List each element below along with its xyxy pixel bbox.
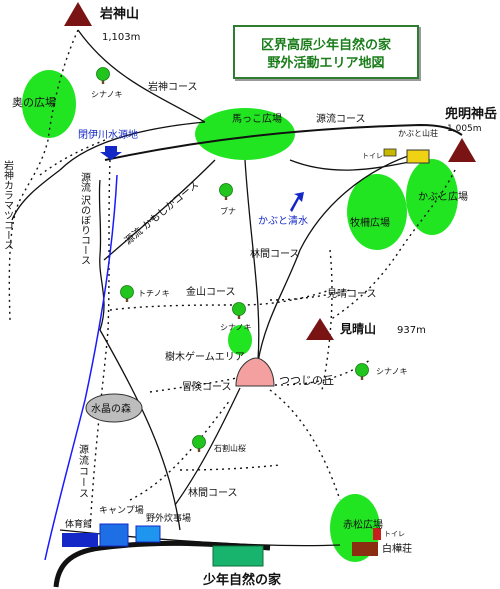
shirakaba-label: 白樺荘 <box>382 542 412 555</box>
trails <box>8 29 456 531</box>
course-mihare-label: 見晴コース <box>327 287 377 300</box>
tree-shinaki1-label: シナノキ <box>91 90 123 99</box>
camp-building <box>99 523 129 547</box>
tree-icon-shinaki2 <box>232 302 246 320</box>
suiji-building <box>135 525 161 543</box>
roads <box>11 29 421 547</box>
tree-ishiwari-label: 石割山桜 <box>214 443 246 453</box>
trail-oku <box>8 29 79 321</box>
course-kamoshika-label: 源流 かもしかコース <box>122 178 201 248</box>
water-source-label: 閉伊川水源地 <box>78 128 138 141</box>
tree-shinaki3-label: シナノキ <box>376 367 408 376</box>
road-kinzan-lower <box>99 329 181 531</box>
main-label: 少年自然の家 <box>202 572 282 588</box>
road-ridge-right <box>289 159 421 171</box>
course-kinzan-label: 金山コース <box>186 285 236 298</box>
trail-down-right <box>329 169 456 321</box>
area-jumoku-green <box>228 325 252 355</box>
toilet-top-label: トイレ <box>362 152 383 160</box>
area-bokusaku-green <box>347 174 407 250</box>
camp-label: キャンプ場 <box>99 504 144 516</box>
tree-icon-tochinoki <box>120 285 134 303</box>
main-road <box>104 123 463 161</box>
area-bokusaku-label: 牧柵広場 <box>350 216 390 229</box>
course-iwagami-label: 岩神コース <box>148 80 198 93</box>
toilet-top-building <box>383 148 397 157</box>
trail-to-shinaki3 <box>274 359 371 386</box>
course-karamatsu-label: 岩神カラマツコース <box>2 159 14 250</box>
peak-iwagami-name: 岩神山 <box>99 6 139 22</box>
course-rinkan-upper-label: 林間コース <box>250 247 300 260</box>
course-bouken-label: 冒険コース <box>182 381 232 393</box>
suiji-label: 野外炊事場 <box>146 512 191 524</box>
map-title-line1: 区界高原少年自然の家 <box>260 38 391 53</box>
tree-icon-buna <box>219 183 233 201</box>
tree-icon-shinaki1 <box>96 67 110 85</box>
course-genryu-sawa-label: 源流 沢のぼりコース <box>79 171 91 265</box>
area-umakko-green <box>195 108 295 160</box>
arrow-icon-spring <box>290 192 304 212</box>
tsutsuji-hill <box>235 357 275 387</box>
water-spring-label: かぶと清水 <box>258 214 308 227</box>
road-rinkan-right <box>257 151 421 363</box>
river <box>44 174 118 561</box>
suisho-forest <box>85 393 143 423</box>
peak-iwagami-elev: 1,103m <box>102 32 140 43</box>
sanso-building <box>406 149 430 164</box>
road-karamatsu <box>11 169 61 221</box>
area-kabuto-green <box>406 159 458 235</box>
trail-bouken <box>149 374 251 393</box>
road-ridge <box>59 121 206 171</box>
sanso-label: かぶと山荘 <box>398 128 438 138</box>
trail-rinkan-lower <box>179 464 281 471</box>
course-rinkan-lower-label: 林間コース <box>188 486 238 499</box>
course-genryu-vertical-label: 源流コース <box>77 443 89 499</box>
toilet-bottom-label: トイレ <box>384 530 405 538</box>
peak-mihare-elev: 937m <box>397 325 426 336</box>
area-akamatsu-label: 赤松広場 <box>343 518 383 531</box>
trail-mihare <box>269 289 351 301</box>
peak-kabuto-name: 兜明神岳 <box>445 106 497 122</box>
tree-shinaki2-label: シナノキ <box>220 323 252 332</box>
area-oku-label: 奥の広場 <box>12 95 56 109</box>
arrow-icon-source <box>100 146 122 160</box>
course-genryu-top-label: 源流コース <box>316 112 366 125</box>
tree-icon-ishiwari <box>192 435 206 453</box>
trail-right-down <box>321 249 333 391</box>
area-jumoku-label: 樹木ゲームエリア <box>165 350 245 363</box>
road-iwagami <box>77 29 206 123</box>
map-title-line2: 野外活動エリア地図 <box>267 56 385 71</box>
gym-building <box>62 533 98 547</box>
road-tsutsuji-down <box>174 387 241 506</box>
peak-mihare-name: 見晴山 <box>339 321 376 336</box>
trail-ridge-peak <box>39 139 106 176</box>
toilet-bottom-building <box>373 528 381 540</box>
gym-label: 体育館 <box>65 518 92 530</box>
peak-kabuto-elev: 1,005m <box>447 124 482 134</box>
shirakaba-building <box>352 542 378 556</box>
peak-iwagami-icon <box>64 2 92 26</box>
area-oku-green <box>22 70 76 138</box>
area-umakko-label: 馬っこ広場 <box>232 112 282 125</box>
peak-kabuto-icon <box>448 138 476 162</box>
area-tsutsuji-label: つつじの丘 <box>279 374 334 387</box>
main-building <box>212 545 264 567</box>
tree-tochinoki-label: トチノキ <box>138 289 170 298</box>
trail-akamatsu <box>269 389 341 501</box>
tree-buna-label: ブナ <box>220 206 236 216</box>
road-kamoshika <box>103 159 216 261</box>
area-suisho-label: 水晶の森 <box>91 402 131 415</box>
peak-mihare-icon <box>306 318 334 340</box>
map-title-box: 区界高原少年自然の家 野外活動エリア地図 <box>233 25 419 79</box>
area-kabuto-label: かぶと広場 <box>418 190 468 203</box>
road-rinkan-upper <box>244 159 260 361</box>
tree-icon-shinaki3 <box>355 363 369 381</box>
road-genryu-sawa <box>98 179 105 331</box>
